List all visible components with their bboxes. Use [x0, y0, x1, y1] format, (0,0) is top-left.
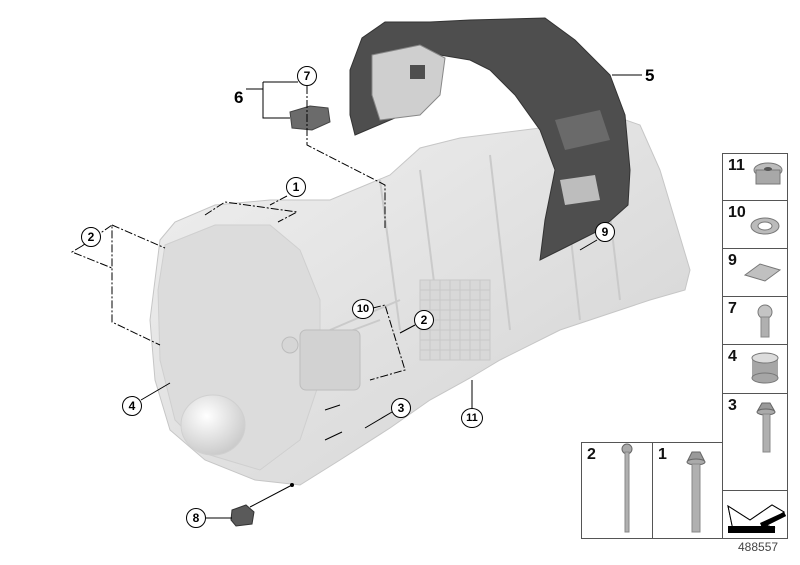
- parts-cell-10[interactable]: 10: [722, 200, 788, 249]
- label-6[interactable]: 6: [234, 88, 244, 107]
- part-number: 11: [728, 157, 745, 174]
- part-number: 3: [728, 397, 737, 414]
- part-number: 1: [658, 446, 667, 463]
- parts-cell-7[interactable]: 7: [722, 296, 788, 345]
- callout-3[interactable]: 3: [391, 398, 411, 418]
- part-number: 4: [728, 348, 737, 365]
- label-5[interactable]: 5: [645, 66, 655, 85]
- parts-cell-11[interactable]: 11: [722, 153, 788, 201]
- parts-cell-9[interactable]: 9: [722, 248, 788, 297]
- callout-2-left[interactable]: 2: [81, 227, 101, 247]
- callout-2-right[interactable]: 2: [414, 310, 434, 330]
- callout-11[interactable]: 11: [461, 408, 483, 428]
- leader-lines: [70, 74, 642, 519]
- parts-cell-1[interactable]: 1: [652, 442, 723, 539]
- parts-cell-4[interactable]: 4: [722, 344, 788, 394]
- part-number: 10: [728, 204, 746, 221]
- heat-shield: [349, 17, 631, 261]
- callout-4[interactable]: 4: [122, 396, 142, 416]
- part-number: 2: [587, 446, 596, 463]
- parts-cell-2[interactable]: 2: [581, 442, 653, 539]
- callout-8[interactable]: 8: [186, 508, 206, 528]
- part-number: 7: [728, 300, 737, 317]
- callout-7[interactable]: 7: [297, 66, 317, 86]
- callout-1[interactable]: 1: [286, 177, 306, 197]
- parts-cell-3[interactable]: 3: [722, 393, 788, 491]
- callout-9[interactable]: 9: [595, 222, 615, 242]
- bracket-part-6: [289, 105, 331, 131]
- callout-10[interactable]: 10: [352, 299, 374, 319]
- orientation-arrow-cell: [722, 490, 788, 539]
- part-number: 9: [728, 252, 737, 269]
- document-number: 488557: [738, 540, 779, 554]
- rubber-mount-part-8: [230, 504, 255, 527]
